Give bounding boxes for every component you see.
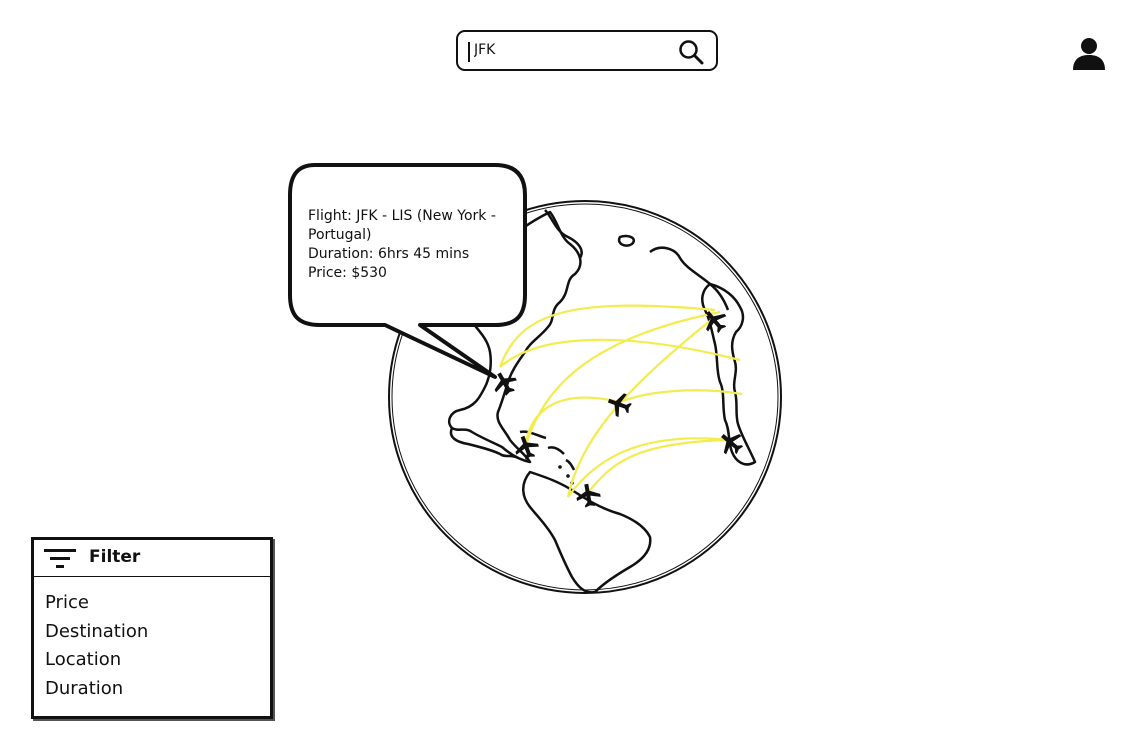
search-icon[interactable] bbox=[678, 39, 704, 65]
tooltip-duration: Duration: 6hrs 45 mins bbox=[308, 246, 470, 262]
airplane-icon-europe bbox=[706, 311, 727, 334]
tooltip-flight: Flight: JFK - LIS (New York - bbox=[308, 208, 496, 224]
filter-title: Filter bbox=[89, 547, 141, 567]
airplane-icon-jfk bbox=[494, 372, 517, 396]
south-america-landmass bbox=[522, 470, 652, 594]
filter-option-price[interactable]: Price bbox=[45, 592, 89, 613]
filter-option-duration[interactable]: Duration bbox=[45, 677, 124, 699]
airplane-icon-caribbean bbox=[515, 435, 539, 460]
filter-header[interactable]: Filter bbox=[34, 540, 270, 577]
north-america-landmass bbox=[418, 210, 582, 464]
search-bar[interactable] bbox=[456, 30, 718, 71]
search-input[interactable] bbox=[474, 36, 664, 64]
tooltip-flight-cont: Portugal) bbox=[308, 227, 372, 243]
user-icon[interactable] bbox=[1071, 36, 1107, 72]
greenland-landmass bbox=[544, 209, 583, 259]
tooltip-price: Price: $530 bbox=[308, 265, 387, 281]
filter-panel: Filter Price Destination Location Durati… bbox=[31, 537, 273, 719]
airplane-icon-atlantic bbox=[607, 393, 632, 417]
flight-routes bbox=[498, 304, 743, 498]
flight-tooltip-bubble bbox=[288, 163, 527, 379]
flight-tooltip-text: Flight: JFK - LIS (New York - Portugal) … bbox=[308, 207, 528, 283]
filter-option-location[interactable]: Location bbox=[45, 649, 122, 670]
europe-africa-landmass bbox=[701, 282, 757, 466]
airplane-icon-africa bbox=[721, 434, 744, 455]
filter-option-destination[interactable]: Destination bbox=[45, 620, 149, 642]
airplane-icon-south-america bbox=[576, 483, 601, 508]
text-caret bbox=[468, 42, 470, 62]
filter-icon[interactable] bbox=[44, 548, 78, 570]
filter-list: Price Destination Location Duration bbox=[34, 577, 270, 703]
